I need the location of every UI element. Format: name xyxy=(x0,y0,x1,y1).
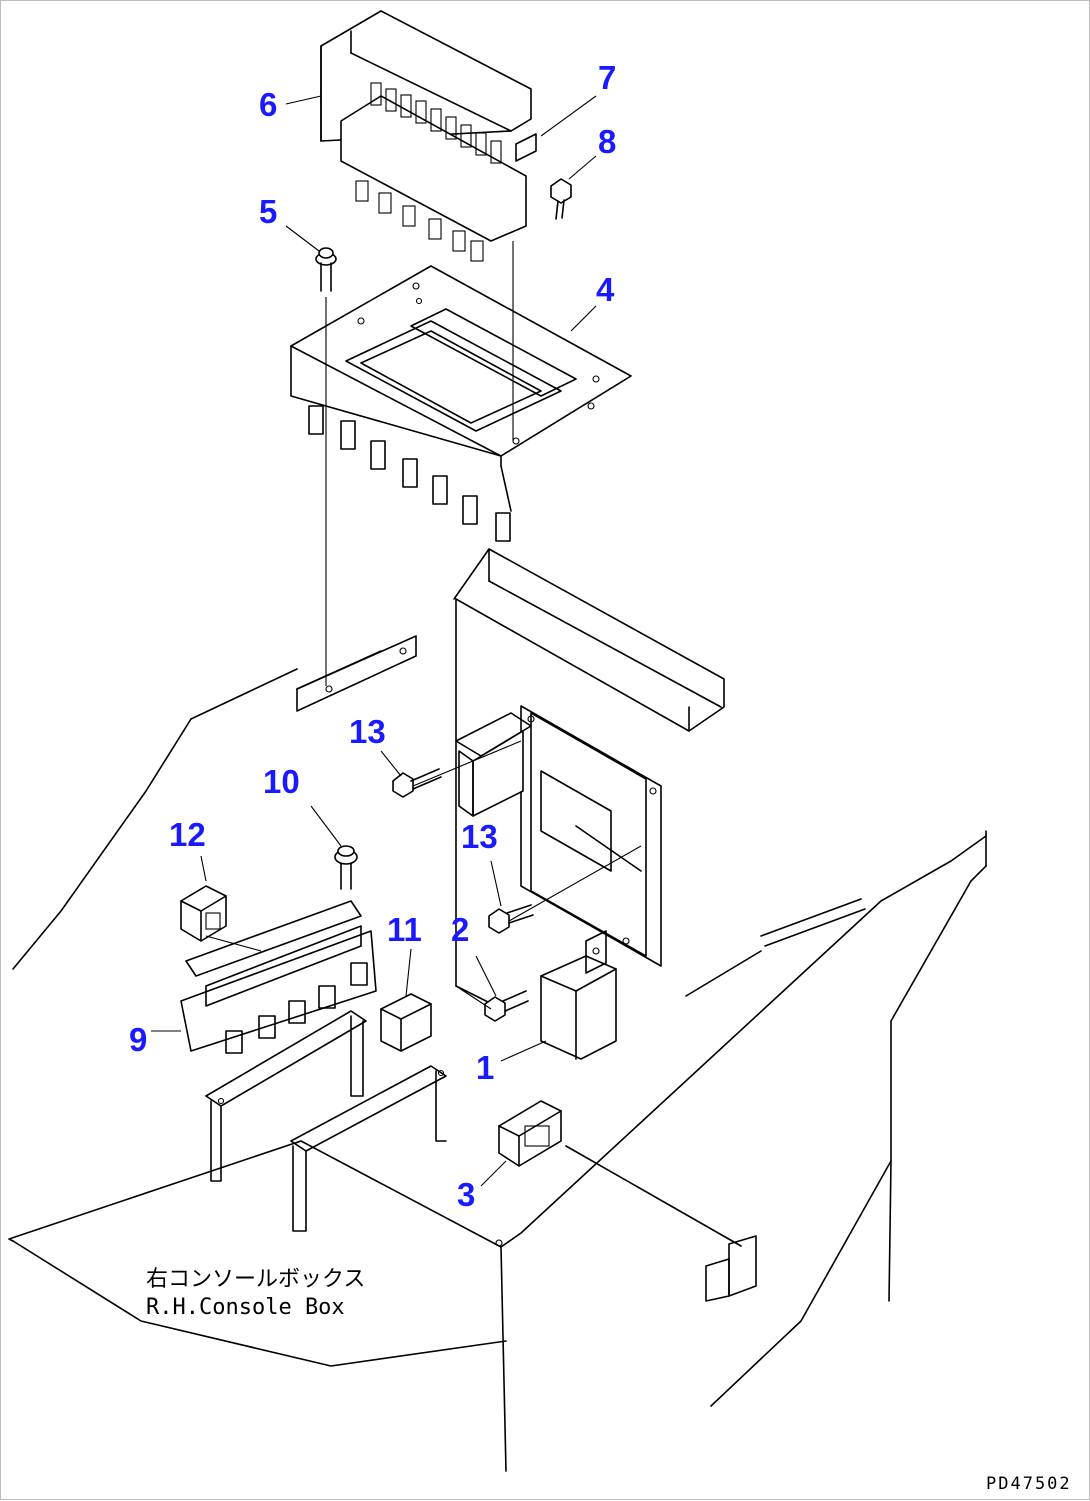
callout-13-upper: 13 xyxy=(349,713,386,750)
part-2-bolt xyxy=(484,990,529,1022)
part-9-relay-bracket xyxy=(180,900,377,1054)
caption-english: R.H.Console Box xyxy=(146,1295,345,1320)
part-1-controller xyxy=(540,930,617,1060)
fuse-box-terminals xyxy=(355,180,484,262)
caption-japanese: 右コンソールボックス xyxy=(146,1267,365,1292)
part-7-clip xyxy=(515,133,537,162)
console-box-outline xyxy=(8,668,987,1472)
callout-10: 10 xyxy=(263,763,300,800)
callout-leaders xyxy=(151,95,597,1187)
callout-3: 3 xyxy=(457,1176,475,1213)
callout-4: 4 xyxy=(596,271,615,308)
callout-labels: 1 2 3 4 5 6 7 8 9 10 11 12 13 13 xyxy=(129,59,616,1213)
part-11-relay xyxy=(380,993,432,1052)
lower-brackets xyxy=(205,1010,447,1232)
callout-13-lower: 13 xyxy=(461,818,498,855)
callout-1: 1 xyxy=(476,1049,494,1086)
part-4-terminal-tabs xyxy=(308,405,512,542)
part-5-bolt xyxy=(315,247,337,292)
part-10-bolt xyxy=(334,845,358,890)
part-8-bolt xyxy=(550,178,572,220)
mounting-plate-small xyxy=(296,635,417,712)
part-4-base-plate xyxy=(290,265,632,542)
callout-2: 2 xyxy=(451,911,469,948)
alignment-lines xyxy=(205,241,642,1010)
callout-11: 11 xyxy=(387,911,422,948)
callout-12: 12 xyxy=(169,816,206,853)
callout-6: 6 xyxy=(259,86,277,123)
figure-code: PD47502 xyxy=(986,1474,1072,1494)
part-6-fuse-box xyxy=(320,10,532,262)
part-12-relay xyxy=(180,885,227,942)
callout-5: 5 xyxy=(259,193,277,230)
callout-8: 8 xyxy=(598,123,616,160)
part-13-bolt-lower xyxy=(488,904,534,934)
relay-bracket xyxy=(455,705,662,967)
part-13-bolt-upper xyxy=(392,768,442,798)
fuse-row xyxy=(370,82,502,164)
callout-9: 9 xyxy=(129,1021,147,1058)
callout-7: 7 xyxy=(598,59,616,96)
part-3-relay xyxy=(498,1100,562,1167)
